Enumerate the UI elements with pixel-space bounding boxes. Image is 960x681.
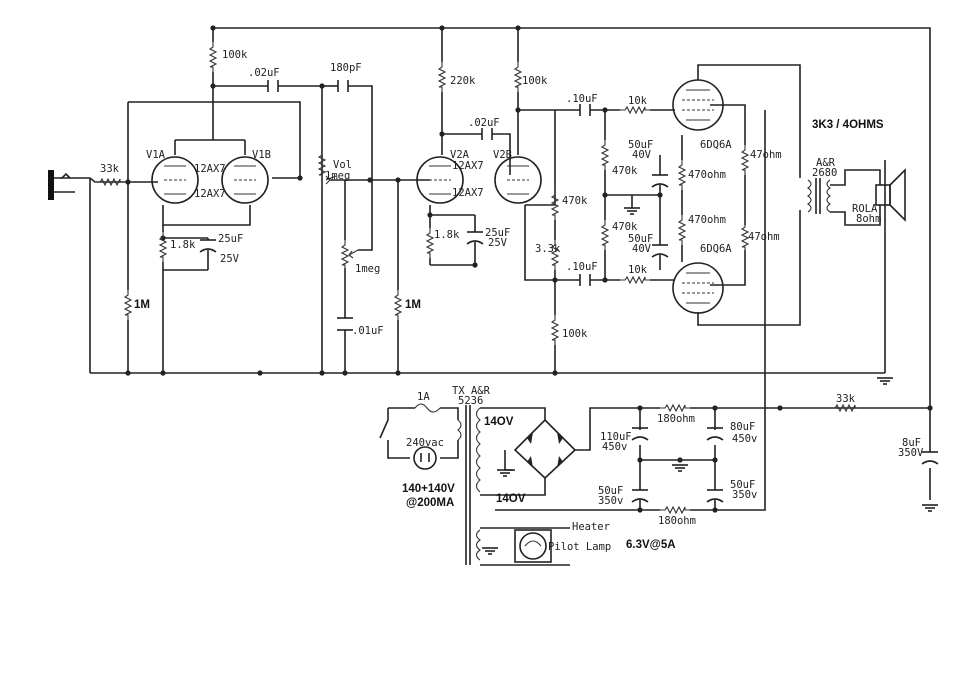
label-c50uf-ps2: 50uF	[730, 479, 755, 491]
label-12ax7-3: 12AX7	[452, 160, 484, 172]
label-r220k: 220k	[450, 75, 476, 87]
label-c8uf: 8uF	[902, 437, 921, 449]
label-r100k-top: 100k	[222, 49, 248, 61]
label-r100k-pi: 100k	[562, 328, 588, 340]
label-c25v-1: 25V	[220, 253, 240, 265]
label-12ax7-1: 12AX7	[194, 163, 226, 175]
label-6dq6a-2: 6DQ6A	[700, 243, 732, 255]
label-c25uf-2: 25uF	[485, 227, 510, 239]
label-tx: TX A&R	[452, 385, 491, 397]
fuse-icon	[414, 403, 441, 413]
label-c01uf: .01uF	[352, 325, 384, 337]
label-r10k-top: 10k	[628, 95, 648, 107]
output-transformer	[807, 178, 831, 214]
label-c350v-ps3: 350V	[898, 447, 924, 459]
label-c40v-2: 40V	[632, 243, 652, 255]
label-6dq6a-1: 6DQ6A	[700, 139, 732, 151]
tube-v1	[151, 156, 269, 204]
label-r33k-pi: 3.3k	[535, 243, 561, 255]
junction-dots	[125, 25, 933, 513]
label-pilot: Pilot Lamp	[548, 541, 611, 553]
input-jack	[48, 170, 75, 200]
ground-symbols	[482, 207, 938, 555]
label-tx-rating-2: @200MA	[406, 497, 454, 509]
label-r47ohm-2: 47ohm	[748, 231, 780, 243]
label-r33k-ps: 33k	[836, 393, 856, 405]
label-mains: 240vac	[406, 437, 444, 449]
label-c50uf-1: 50uF	[628, 139, 653, 151]
component-labels: 100k .02uF 180pF 33k V1A V1B 12AX7 12AX7…	[100, 49, 924, 553]
power-transformer	[457, 405, 481, 565]
label-spk-brand: ROLA	[852, 203, 878, 215]
label-c80uf: 80uF	[730, 421, 755, 433]
label-r470ohm-2: 470ohm	[688, 214, 726, 226]
label-r470k-pi: 470k	[562, 195, 588, 207]
label-vol-val: 1meg	[325, 170, 350, 182]
label-c350v-ps1: 350v	[598, 495, 623, 507]
capacitors	[199, 80, 939, 503]
tube-6dq6a-bottom	[672, 262, 724, 314]
label-r470k-g1: 470k	[612, 165, 638, 177]
label-spk-ohm: 8ohm	[856, 213, 881, 225]
label-heater: Heater	[572, 521, 610, 533]
label-fuse: 1A	[417, 391, 430, 403]
label-c450v-2: 450v	[732, 433, 757, 445]
label-c350v-ps2: 350v	[732, 489, 757, 501]
label-c110uf: 110uF	[600, 431, 632, 443]
bridge-rectifier	[513, 418, 577, 480]
speaker-icon	[875, 168, 906, 222]
switch-icon	[379, 419, 389, 439]
mains-plug-icon	[413, 446, 437, 470]
label-sec-bot: 14OV	[496, 493, 526, 505]
label-c40v-1: 40V	[632, 149, 652, 161]
label-12ax7-4: 12AX7	[452, 187, 484, 199]
label-r10k-bot: 10k	[628, 264, 648, 276]
label-tx-num: 5236	[458, 395, 483, 407]
label-c25v-2: 25V	[488, 237, 508, 249]
label-v1b: V1B	[252, 149, 271, 161]
label-v2a: V2A	[450, 149, 470, 161]
label-c10uf-top: .10uF	[566, 93, 598, 105]
potentiometers	[318, 149, 359, 271]
label-v1a: V1A	[146, 149, 166, 161]
label-12ax7-2: 12AX7	[194, 188, 226, 200]
label-c180pf: 180pF	[330, 62, 362, 74]
label-r180ohm-1: 180ohm	[657, 413, 695, 425]
label-c50uf-2: 50uF	[628, 233, 653, 245]
label-r1m-2: 1M	[405, 299, 421, 311]
tube-v2	[416, 156, 542, 204]
label-r1m-1: 1M	[134, 299, 150, 311]
tube-6dq6a-top	[672, 79, 724, 131]
label-r18k-1: 1.8k	[170, 239, 196, 251]
label-c10uf-bot: .10uF	[566, 261, 598, 273]
label-c02uf-2: .02uF	[468, 117, 500, 129]
label-ot-num: 2680	[812, 167, 837, 179]
pilot-lamp-icon	[514, 529, 552, 563]
label-v2b: V2B	[493, 149, 512, 161]
label-c25uf-1: 25uF	[218, 233, 243, 245]
label-c50uf-ps1: 50uF	[598, 485, 623, 497]
label-tx-rating-1: 140+140V	[402, 483, 455, 495]
label-r180ohm-2: 180ohm	[658, 515, 696, 527]
label-sec-top: 14OV	[484, 416, 514, 428]
label-c02uf-1: .02uF	[248, 67, 280, 79]
wires	[60, 27, 931, 566]
label-ot: 3K3 / 4OHMS	[812, 119, 884, 131]
label-r18k-2: 1.8k	[434, 229, 460, 241]
label-heater-v: 6.3V@5A	[626, 539, 676, 551]
label-pot-1meg: 1meg	[355, 263, 380, 275]
label-r47ohm-1: 47ohm	[750, 149, 782, 161]
label-r100k-2: 100k	[522, 75, 548, 87]
label-r470k-g2: 470k	[612, 221, 638, 233]
label-r470ohm-1: 470ohm	[688, 169, 726, 181]
label-r33k-in: 33k	[100, 163, 120, 175]
label-c450v-1: 450v	[602, 441, 627, 453]
label-ot-mfr: A&R	[816, 157, 836, 169]
label-vol: Vol	[333, 159, 352, 171]
